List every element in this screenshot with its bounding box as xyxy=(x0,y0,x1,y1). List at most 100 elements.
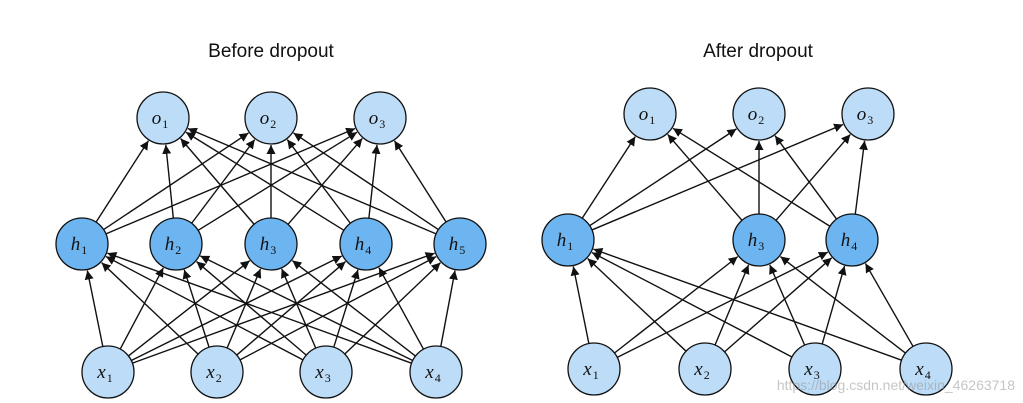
node-h3: h3 xyxy=(244,217,298,271)
edge-x4-h3 xyxy=(291,259,416,357)
after-dropout-title: After dropout xyxy=(703,41,814,62)
node-circle-x2 xyxy=(678,342,732,396)
node-circle-h3 xyxy=(732,213,786,267)
node-circle-x4 xyxy=(899,342,953,396)
node-h4: h4 xyxy=(339,217,393,271)
node-circle-o3 xyxy=(353,91,407,145)
node-o1: o1 xyxy=(623,87,677,141)
node-circle-x4 xyxy=(409,345,463,399)
edge-x2-h3 xyxy=(714,264,750,346)
edge-x3-h5 xyxy=(344,262,441,355)
node-h4: h4 xyxy=(825,213,879,267)
node-label-x2: x2 xyxy=(693,359,709,382)
node-circle-x3 xyxy=(788,342,842,396)
node-label-h1: h1 xyxy=(71,234,88,257)
node-label-h1: h1 xyxy=(557,230,574,253)
node-label-o3: o3 xyxy=(857,104,874,127)
edge-x2-h4 xyxy=(236,261,346,356)
node-h5: h5 xyxy=(433,217,487,271)
node-circle-x2 xyxy=(190,345,244,399)
node-label-x3: x3 xyxy=(314,362,330,385)
edge-h1-o1 xyxy=(581,136,636,219)
edge-h1-o3 xyxy=(591,123,844,231)
edge-x3-h4 xyxy=(333,269,360,348)
node-circle-o2 xyxy=(732,87,786,141)
edge-h4-o1 xyxy=(185,131,345,231)
node-o1: o1 xyxy=(136,91,190,145)
after-dropout-network: o1 o2 o3 h1 h3 h4 x1 x2 x3 x4 xyxy=(541,87,953,396)
node-label-h4: h4 xyxy=(355,234,372,257)
edge-x3-h1 xyxy=(591,251,793,358)
node-x1: x1 xyxy=(81,345,135,399)
edge-h5-o3 xyxy=(393,140,447,223)
edge-h4-o2 xyxy=(774,135,838,220)
edge-h3-o3 xyxy=(287,137,363,225)
edge-x2-h5 xyxy=(239,255,437,361)
edge-x4-h5 xyxy=(440,270,458,347)
edge-h1-o2 xyxy=(103,132,249,231)
node-label-h3: h3 xyxy=(748,230,765,253)
node-label-h5: h5 xyxy=(449,234,466,257)
node-circle-x1 xyxy=(81,345,135,399)
edge-h5-o2 xyxy=(293,132,439,231)
edge-h4-o2 xyxy=(286,139,351,224)
node-label-o2: o2 xyxy=(748,104,765,127)
edge-h2-o2 xyxy=(191,139,256,224)
edge-h4-o3 xyxy=(854,140,868,215)
node-label-o3: o3 xyxy=(369,108,386,131)
node-circle-h3 xyxy=(244,217,298,271)
edge-x1-h3 xyxy=(614,256,739,354)
node-o2: o2 xyxy=(244,91,298,145)
node-x1: x1 xyxy=(567,342,621,396)
node-circle-h5 xyxy=(433,217,487,271)
node-label-x4: x4 xyxy=(914,359,930,382)
node-circle-o3 xyxy=(841,87,895,141)
node-x3: x3 xyxy=(299,345,353,399)
edge-x4-h1 xyxy=(107,252,412,364)
node-label-o2: o2 xyxy=(260,108,277,131)
edge-x1-h4 xyxy=(616,251,829,358)
node-circle-h4 xyxy=(825,213,879,267)
node-label-o1: o1 xyxy=(152,108,169,131)
edge-h3-o1 xyxy=(180,138,255,225)
node-h3: h3 xyxy=(732,213,786,267)
edge-h3-o1 xyxy=(667,133,743,221)
edge-x3-h2 xyxy=(196,260,307,356)
edge-x2-h4 xyxy=(724,257,833,353)
edge-x4-h4 xyxy=(864,263,914,347)
node-h2: h2 xyxy=(149,217,203,271)
node-o3: o3 xyxy=(353,91,407,145)
node-x2: x2 xyxy=(190,345,244,399)
edge-x1-h2 xyxy=(119,267,164,350)
node-circle-o1 xyxy=(623,87,677,141)
before-dropout-title: Before dropout xyxy=(208,41,334,62)
node-h1: h1 xyxy=(55,217,109,271)
node-circle-h1 xyxy=(541,213,595,267)
edge-x2-h3 xyxy=(226,268,262,349)
node-label-x3: x3 xyxy=(803,359,819,382)
before-dropout-network: o1 o2 o3 h1 h2 h3 h4 h5 x1 x2 x3 x4 xyxy=(55,91,487,399)
edge-h2-o3 xyxy=(197,131,358,231)
node-label-h4: h4 xyxy=(841,230,858,253)
node-label-x1: x1 xyxy=(582,359,598,382)
edge-x1-h1 xyxy=(84,270,104,347)
node-label-x4: x4 xyxy=(424,362,440,385)
node-label-h2: h2 xyxy=(165,234,182,257)
node-circle-h4 xyxy=(339,217,393,271)
edge-x2-h1 xyxy=(587,258,687,352)
node-circle-o2 xyxy=(244,91,298,145)
node-label-x2: x2 xyxy=(205,362,221,385)
edge-h2-o1 xyxy=(162,144,175,219)
edge-h4-o1 xyxy=(672,127,831,227)
edge-x1-h3 xyxy=(128,260,251,357)
edge-x4-h1 xyxy=(593,247,902,361)
node-x4: x4 xyxy=(409,345,463,399)
node-x3: x3 xyxy=(788,342,842,396)
node-x4: x4 xyxy=(899,342,953,396)
node-circle-x3 xyxy=(299,345,353,399)
node-o2: o2 xyxy=(732,87,786,141)
node-label-x1: x1 xyxy=(96,362,112,385)
edge-x3-h3 xyxy=(281,268,317,349)
node-circle-x1 xyxy=(567,342,621,396)
